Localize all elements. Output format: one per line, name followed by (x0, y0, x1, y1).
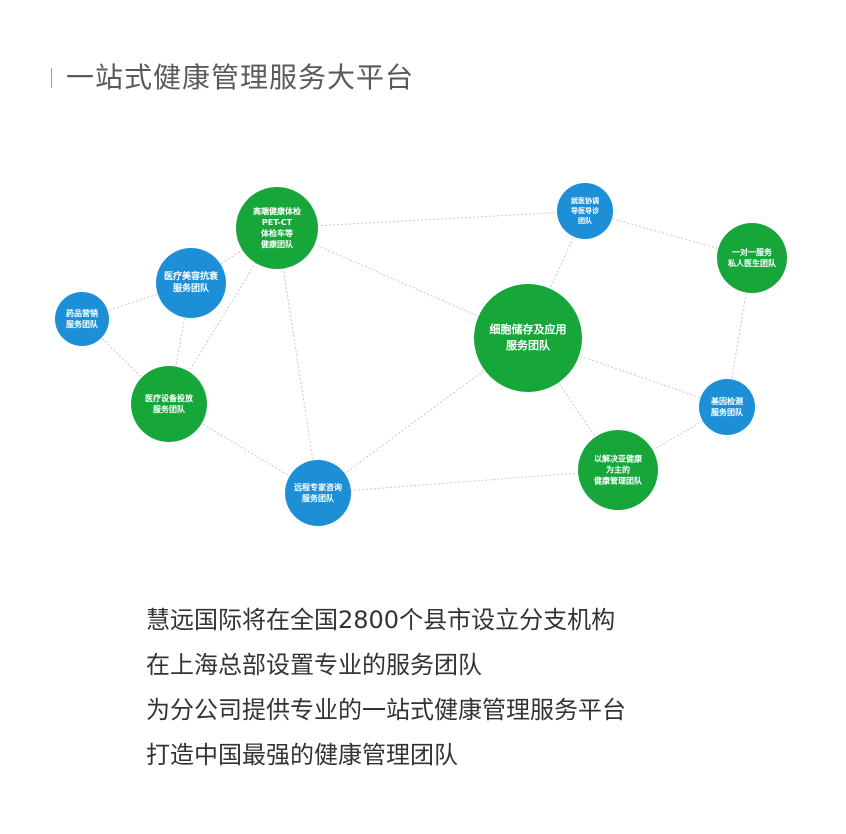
title-divider (51, 68, 52, 88)
connector-remote-consult-sub-health (317, 469, 619, 494)
node-gene-test (699, 379, 755, 435)
summary-line: 为分公司提供专业的一站式健康管理服务平台 (146, 696, 626, 724)
summary-text: 慧远国际将在全国2800个县市设立分支机构 在上海总部设置专业的服务团队 为分公… (146, 598, 626, 778)
node-high-end-checkup (236, 187, 318, 269)
summary-line: 慧远国际将在全国2800个县市设立分支机构 (146, 606, 616, 634)
connector-cell-storage-gene-test (527, 337, 728, 408)
summary-line: 在上海总部设置专业的服务团队 (146, 651, 482, 679)
node-medical-beauty (156, 248, 226, 318)
node-sub-health (578, 430, 658, 510)
node-medical-guide (557, 183, 613, 239)
summary-line: 打造中国最强的健康管理团队 (146, 741, 458, 769)
connector-high-end-checkup-medical-guide (276, 210, 586, 229)
connector-medical-beauty-pharma-marketing (81, 282, 192, 320)
node-private-doctor (717, 223, 787, 293)
node-cell-storage (474, 284, 582, 392)
node-pharma-marketing (55, 292, 109, 346)
node-equipment-investment (131, 366, 207, 442)
connector-high-end-checkup-remote-consult (276, 227, 319, 494)
node-remote-consult (285, 460, 351, 526)
page-title: 一站式健康管理服务大平台 (66, 61, 415, 94)
